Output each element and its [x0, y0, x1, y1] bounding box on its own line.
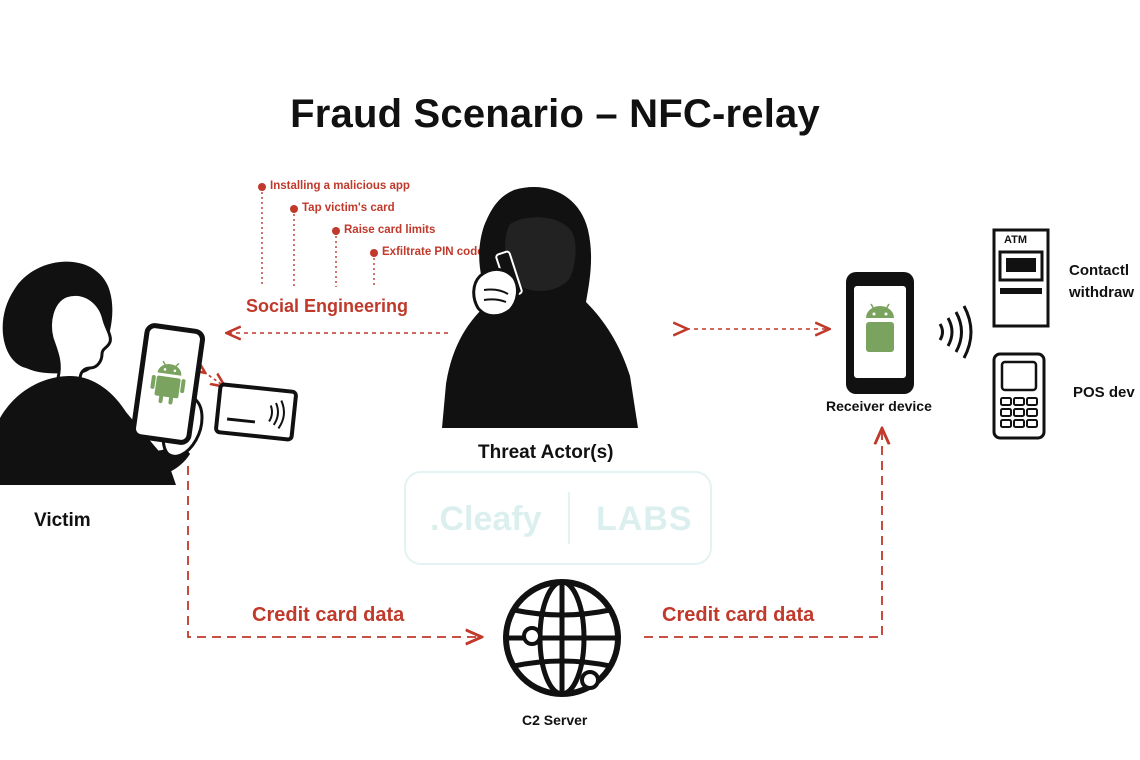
step-bullet	[370, 249, 378, 257]
step-1-label: Installing a malicious app	[270, 180, 410, 192]
diagram-title: Fraud Scenario – NFC-relay	[290, 92, 820, 136]
threat-actor-label: Threat Actor(s)	[478, 442, 614, 463]
step-4-label: Exfiltrate PIN code	[382, 246, 484, 258]
flow-left-label: Credit card data	[252, 604, 405, 626]
threat-actor-icon	[442, 187, 638, 428]
pos-terminal-icon	[992, 352, 1046, 440]
flow-right-label: Credit card data	[662, 604, 815, 626]
watermark-labs: LABS	[596, 500, 693, 538]
social-engineering-label: Social Engineering	[246, 296, 409, 316]
step-2-label: Tap victim's card	[302, 202, 395, 214]
atm-sign: ATM	[1004, 234, 1028, 246]
c2-to-receiver-flow	[644, 430, 882, 638]
atm-icon	[992, 228, 1050, 328]
victim-phone-icon	[132, 323, 205, 445]
phone-card-link	[204, 372, 224, 386]
step-bullet	[258, 183, 266, 191]
step-3-label: Raise card limits	[344, 224, 436, 236]
globe-icon	[503, 579, 621, 697]
victim-label: Victim	[34, 510, 91, 531]
contactless-card-icon	[214, 382, 298, 442]
receiver-phone-icon	[846, 272, 914, 394]
step-bullet	[290, 205, 298, 213]
atm-label-line-2: withdraw	[1069, 284, 1135, 301]
c2-server-label: C2 Server	[522, 712, 588, 728]
atm-label-line-1: Contactl	[1069, 262, 1129, 279]
receiver-label: Receiver device	[826, 398, 932, 414]
watermark-brand: .Cleafy	[430, 500, 542, 538]
watermark-frame	[404, 471, 712, 565]
nfc-waves-icon	[938, 305, 973, 359]
android-icon	[150, 360, 186, 405]
pos-label: POS dev	[1073, 384, 1135, 401]
android-icon	[866, 303, 894, 352]
step-bullet	[332, 227, 340, 235]
victim-to-c2-flow	[187, 466, 480, 637]
step-leaders	[261, 187, 375, 287]
